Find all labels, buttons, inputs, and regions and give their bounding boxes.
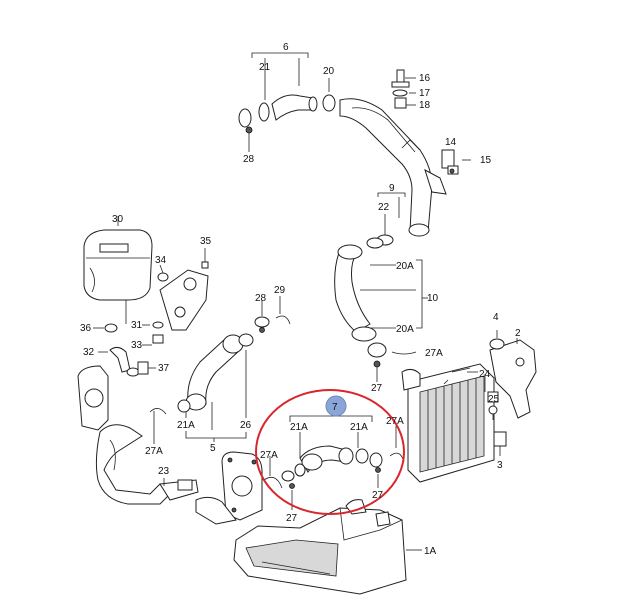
label-15: 15 [480,155,492,166]
turbo-pipe-left [77,365,199,505]
label-17: 17 [419,88,431,99]
hose-20A-right [334,237,428,382]
label-16: 16 [419,73,431,84]
clamp-group-9 [376,192,406,246]
intercooler-fins [427,378,477,470]
hose-group-5 [149,333,254,442]
label-34: 34 [155,255,167,266]
clamp-29 [254,296,291,333]
label-9: 9 [389,183,395,194]
highlight-badge[interactable] [325,395,347,417]
label-24: 24 [479,369,491,380]
label-22: 22 [378,202,390,213]
label-36: 36 [80,323,92,334]
label-21A-hose: 21A [290,422,308,433]
label-27-right: 27 [371,383,383,394]
label-5: 5 [210,443,216,454]
hose-group-6 [238,52,336,152]
label-2: 2 [515,328,521,339]
label-4: 4 [493,312,499,323]
label-27-hose: 27 [372,490,384,501]
label-26: 26 [240,420,252,431]
label-18: 18 [419,100,431,111]
label-27A-left: 27A [145,446,163,457]
upper-charge-pipe [339,98,433,237]
label-1A: 1A [424,546,437,557]
highlight-circle [255,389,405,515]
label-35: 35 [200,236,212,247]
resonator-30 [83,216,209,331]
bracket-4 [489,330,537,419]
small-parts-left [93,321,164,377]
label-27-bottom: 27 [286,513,298,524]
intercooler [401,363,495,483]
leader-lines [125,300,271,486]
label-3: 3 [497,460,503,471]
label-32: 32 [83,347,95,358]
air-duct-1A [233,499,422,595]
label-29: 29 [274,285,286,296]
label-6: 6 [283,42,289,53]
label-21A-left: 21A [177,420,195,431]
hose-group-7 [281,415,405,510]
label-28-mid: 28 [255,293,267,304]
label-27A-hose: 27A [386,416,404,427]
bolt-assembly-16 [391,69,416,109]
label-10: 10 [427,293,439,304]
label-23: 23 [158,466,170,477]
label-27A-right: 27A [425,348,443,359]
label-27A-flange: 27A [260,450,278,461]
label-21A-hose-right: 21A [350,422,368,433]
label-28-top: 28 [243,154,255,165]
fasteners-24 [484,374,507,456]
label-14: 14 [445,137,457,148]
label-37: 37 [158,363,170,374]
label-33: 33 [131,340,143,351]
bracket-14 [424,149,471,195]
flange-27A [195,451,283,525]
label-20A-upper: 20A [396,261,414,272]
label-30: 30 [112,214,124,225]
label-21: 21 [259,62,271,73]
label-20: 20 [323,66,335,77]
label-25: 25 [488,394,500,405]
label-20A-lower: 20A [396,324,414,335]
label-7: 7 [332,402,338,413]
label-31: 31 [131,320,143,331]
